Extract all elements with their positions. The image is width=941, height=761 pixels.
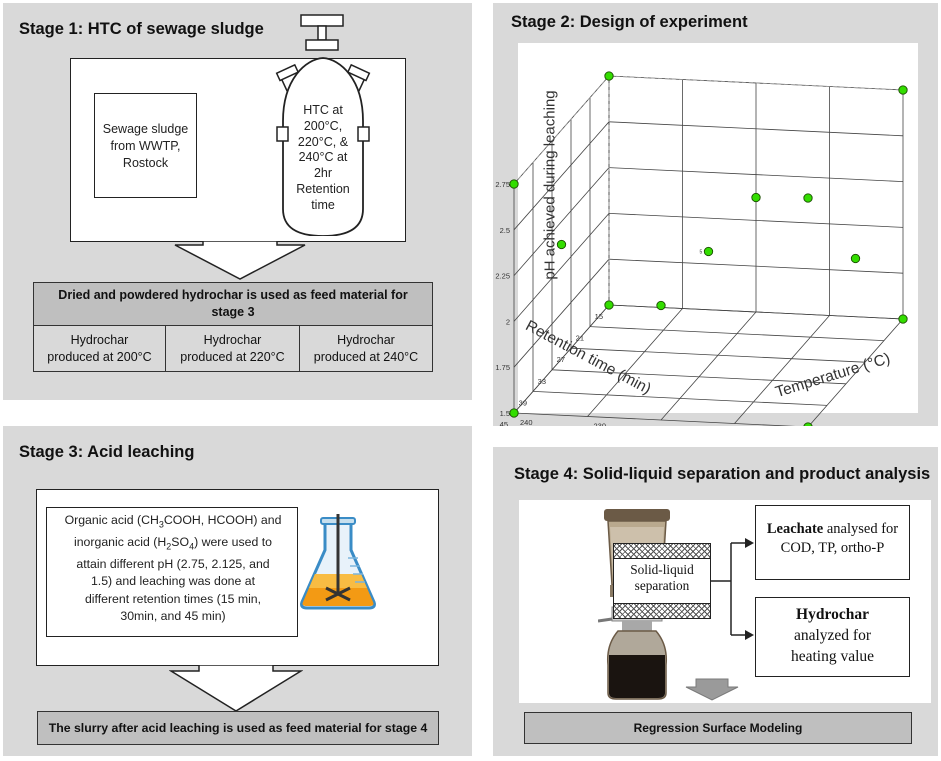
data-point	[803, 193, 813, 203]
z-tick-label: 2	[506, 317, 510, 326]
grid-line	[734, 315, 830, 424]
chart-grid-lines: 2.75 2.5 2.25 2 1.75 1.5 15 21 27 33 39 45 240 230 220…	[495, 75, 904, 427]
y-tick-label: 21	[576, 334, 584, 343]
stage2-title: Stage 2: Design of experiment	[511, 13, 748, 31]
separation-hatch-top	[614, 544, 710, 559]
grid-line	[608, 258, 904, 274]
hydrochar-bold: Hydrochar	[796, 606, 869, 623]
product-cell-240: Hydrochar produced at 240°C	[300, 326, 433, 372]
x-tick-label: 230	[594, 422, 607, 427]
data-point	[656, 300, 666, 311]
grid-line	[808, 318, 904, 426]
y-tick-label: 45	[500, 420, 508, 426]
data-point	[751, 192, 761, 203]
reactor-conditions-text: HTC at 200°C, 220°C, & 240°C at 2hr Rete…	[296, 103, 350, 212]
hydrochar-box: Hydrochar analyzed for heating value	[755, 597, 910, 677]
z-tick-label: 2.25	[495, 272, 510, 281]
grid-line	[513, 304, 610, 414]
grid-line	[608, 75, 904, 91]
y-tick-label: 33	[538, 377, 546, 386]
data-point	[604, 71, 614, 81]
acid-description-box	[46, 507, 298, 637]
grid-line	[551, 369, 847, 385]
grid-line	[608, 213, 904, 228]
z-tick-label: 1.5	[500, 409, 510, 418]
acid-description-text: Organic acid (CH3COOH, HCOOH) and inorga…	[64, 513, 282, 623]
regression-text: Regression Surface Modeling	[633, 721, 803, 735]
grid-line	[513, 258, 610, 368]
grid-line	[570, 347, 866, 363]
grid-line	[513, 213, 610, 322]
product-label-220: Hydrochar produced at 220°C	[180, 332, 285, 364]
chart-points: 5	[509, 71, 908, 426]
stage3-down-arrow	[169, 665, 303, 712]
slurry-feed-box: The slurry after acid leaching is used a…	[37, 711, 439, 745]
product-label-240: Hydrochar produced at 240°C	[313, 332, 419, 364]
data-point	[556, 239, 567, 250]
data-point	[509, 179, 519, 189]
grid-line	[513, 167, 610, 276]
grid-line	[513, 75, 610, 185]
product-label-200: Hydrochar produced at 200°C	[47, 332, 152, 364]
stage4-panel: Stage 4: Solid-liquid separation and pro…	[493, 447, 938, 756]
regression-box: Regression Surface Modeling	[524, 712, 912, 744]
htc-reactor-icon	[275, 14, 371, 236]
doe-3d-scatter: 2.75 2.5 2.25 2 1.75 1.5 15 21 27 33 39 45 240 230 220…	[495, 71, 908, 427]
grid-line	[513, 412, 796, 426]
z-tick-label: 1.75	[495, 363, 510, 372]
data-point	[509, 408, 519, 418]
grid-line	[513, 121, 610, 231]
grid-line	[660, 311, 757, 421]
data-point	[850, 253, 861, 264]
data-point	[803, 422, 813, 426]
leachate-rest: analysed for COD, TP, ortho-P	[780, 521, 899, 556]
stage1-down-arrow	[174, 241, 306, 280]
x-tick-label: 240	[520, 418, 533, 426]
y-tick-label: 15	[595, 312, 603, 321]
y-tick-label: 27	[557, 355, 565, 364]
stage1-panel: Stage 1: HTC of sewage sludge Sewage slu…	[3, 3, 472, 400]
leachate-box: Leachate analysed for COD, TP, ortho-P	[755, 505, 910, 580]
leachate-bold: Leachate	[766, 521, 824, 537]
slurry-feed-text: The slurry after acid leaching is used a…	[48, 721, 428, 735]
z-tick-label: 2.75	[495, 180, 510, 189]
grid-line	[587, 308, 683, 417]
x-tick-label: 220	[667, 425, 680, 426]
separation-box: Solid-liquid separation	[613, 543, 711, 619]
y-tick-label: 39	[519, 398, 527, 407]
grid-line	[532, 391, 828, 406]
separation-text: Solid-liquid separation	[630, 562, 694, 593]
z-tick-label: 2.5	[500, 226, 510, 235]
grid-line	[608, 167, 904, 182]
stage1-title: Stage 1: HTC of sewage sludge	[19, 20, 264, 38]
doe-chart-area	[518, 43, 918, 413]
grid-line	[608, 121, 904, 137]
product-cell-200: Hydrochar produced at 200°C	[33, 326, 166, 372]
data-point	[898, 85, 908, 95]
sludge-source-text: Sewage sludge from WWTP, Rostock	[102, 122, 189, 170]
data-point	[898, 314, 908, 324]
stage4-title: Stage 4: Solid-liquid separation and pro…	[514, 465, 931, 483]
hydrochar-rest: analyzed for heating value	[790, 627, 875, 665]
data-point	[703, 246, 714, 257]
separation-arrows	[685, 538, 754, 701]
grid-line	[589, 326, 885, 341]
stage3-panel: Stage 3: Acid leaching Organic acid (CH3…	[3, 426, 472, 756]
data-point	[604, 300, 614, 310]
chart-z-label: pH achieved during leaching	[541, 90, 559, 280]
flask-stirrer-icon	[300, 514, 376, 610]
stage2-panel: Stage 2: Design of experiment 2.75 2.5 2.2…	[493, 3, 938, 426]
sludge-source-box	[94, 93, 197, 198]
product-cell-220: Hydrochar produced at 220°C	[166, 326, 300, 372]
feed-material-text: Dried and powdered hydrochar is used as …	[58, 288, 408, 319]
stage3-title: Stage 3: Acid leaching	[19, 443, 195, 461]
center-point-label: 5	[700, 250, 703, 256]
feed-material-header: Dried and powdered hydrochar is used as …	[33, 282, 433, 326]
separation-hatch-bottom	[614, 603, 710, 618]
